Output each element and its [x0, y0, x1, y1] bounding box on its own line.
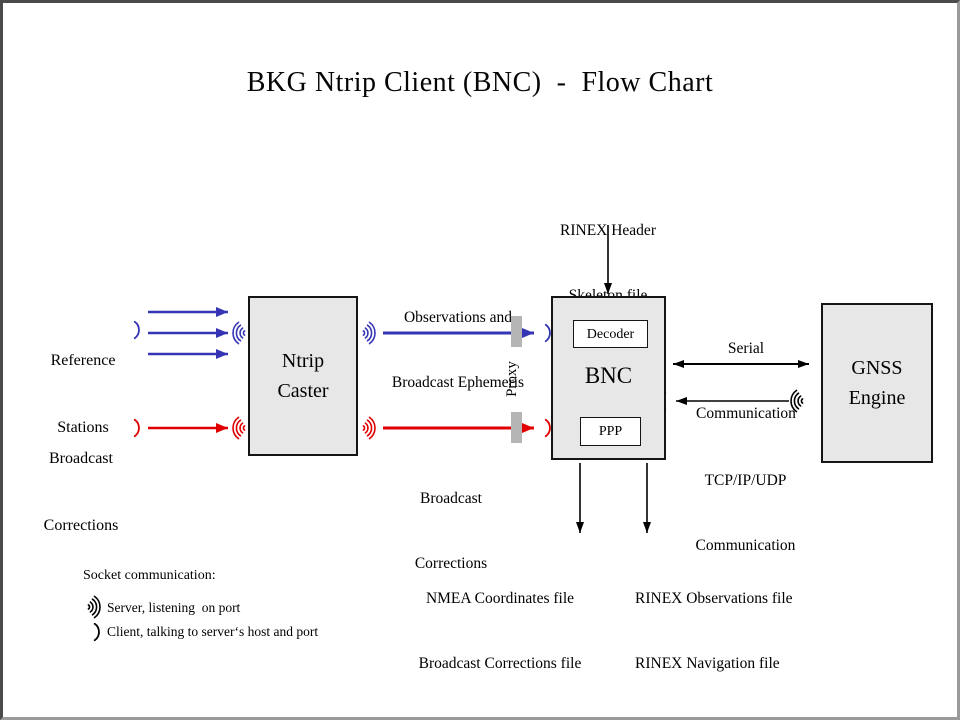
rinex-files-label: RINEX Observations file RINEX Navigation… — [635, 590, 793, 673]
proxy-label: Proxy — [504, 361, 520, 397]
bnc-label: BNC — [584, 363, 633, 388]
legend-client-label: Client, talking to server‘s host and por… — [107, 624, 319, 639]
proxy-bar-top — [511, 316, 522, 347]
reference-stations-label: Reference Stations — [50, 351, 116, 436]
legend-title: Socket communication: — [83, 568, 216, 583]
ppp-box: PPP — [580, 417, 641, 446]
proxy-bar-bottom — [511, 412, 522, 443]
server-listen-icon — [232, 321, 246, 345]
legend-server-listen-icon — [87, 595, 101, 619]
tcp-comm-label: TCP/IP/UDP Communication — [695, 472, 796, 555]
gnss-engine-label: GNSS Engine — [848, 357, 906, 409]
nmea-files-label: NMEA Coordinates file Broadcast Correcti… — [418, 590, 582, 673]
diagram-title: BKG Ntrip Client (BNC) - Flow Chart — [246, 67, 714, 98]
serial-comm-label: Serial Communication — [696, 340, 796, 423]
ntrip-caster-node: Ntrip Caster — [248, 296, 358, 456]
server-listen-icon — [232, 416, 246, 440]
ntrip-caster-label: Ntrip Caster — [277, 350, 329, 402]
broadcast-corrections-stream-label: Broadcast Corrections — [414, 490, 488, 573]
gnss-engine-node: GNSS Engine — [821, 303, 933, 463]
diagram-connectors — [87, 225, 809, 642]
legend-client-socket-icon — [93, 622, 100, 642]
legend-server-label: Server, listening on port — [107, 600, 241, 615]
bnc-node: Decoder BNC PPP — [551, 296, 666, 460]
reference-station-arrows — [148, 307, 228, 359]
broadcast-corrections-input-label: Broadcast Corrections — [43, 449, 119, 534]
observations-stream-label: Observations and Broadcast Ephemeris — [391, 309, 525, 392]
decoder-box: Decoder — [573, 320, 648, 348]
